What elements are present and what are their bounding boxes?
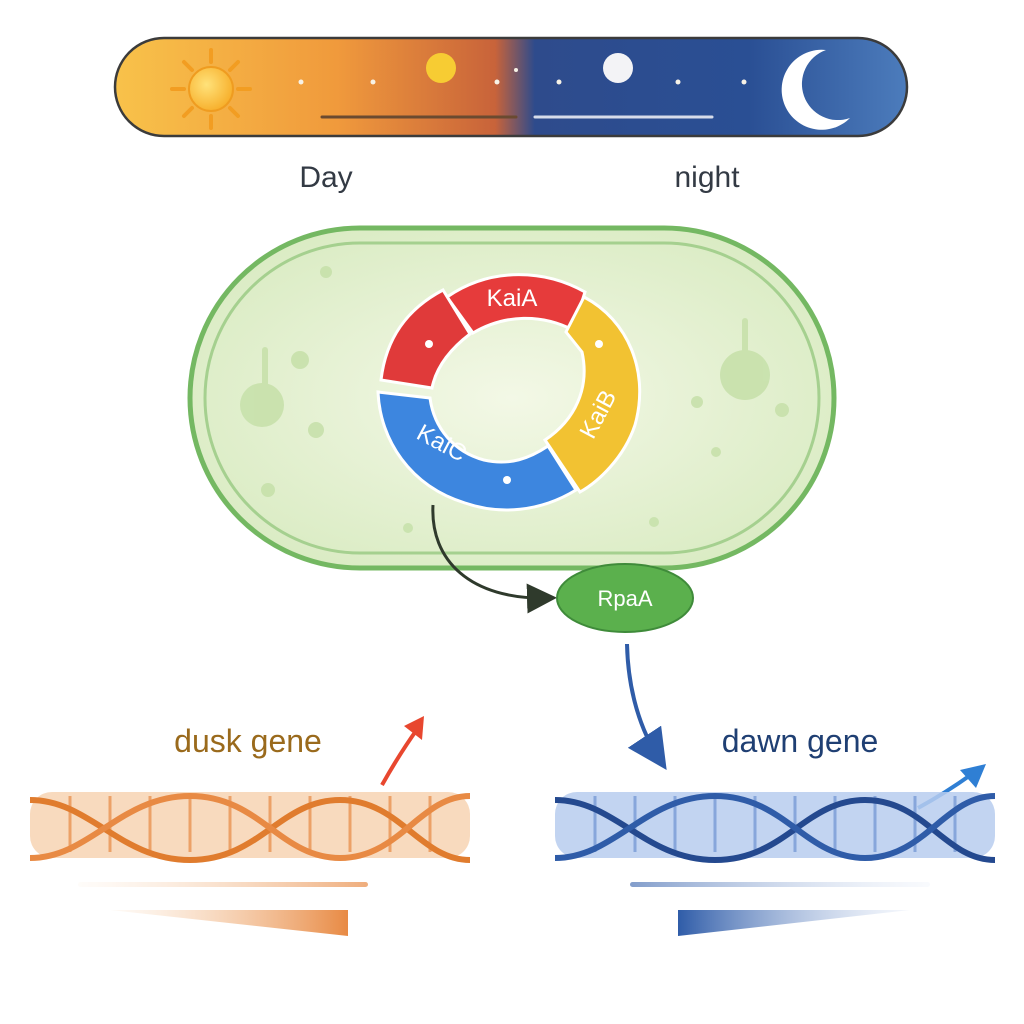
dusk-gene: dusk gene	[29, 716, 471, 936]
day-night-bar	[113, 36, 909, 138]
cyanobacterium-cell: KaiA KaiB KaiC	[187, 225, 837, 571]
dawn-up-arrow-head	[960, 764, 986, 788]
cell-inner-membrane	[203, 241, 821, 555]
small-sun-icon	[426, 53, 456, 83]
dawn-gene-label: dawn gene	[722, 723, 879, 759]
kaib-segment	[542, 294, 642, 494]
dawn-gene: dawn gene	[554, 723, 996, 936]
full-moon-icon	[603, 53, 633, 83]
night-label: night	[674, 161, 740, 194]
dusk-up-arrow	[380, 726, 420, 786]
star-dots	[298, 68, 747, 85]
dusk-shadow-thin	[78, 882, 368, 887]
dawn-dna-strand-b	[554, 792, 996, 862]
dawn-expression-wedge	[678, 910, 910, 936]
rpaa-oval	[556, 563, 694, 633]
dusk-dna-strand-b	[29, 792, 471, 862]
sun-icon	[170, 48, 252, 130]
kaic-segment	[376, 390, 579, 512]
kai-protein-ring: KaiA KaiB KaiC	[376, 273, 642, 512]
dusk-gene-label: dusk gene	[174, 723, 322, 759]
dusk-up-arrow-head	[404, 716, 424, 740]
dawn-shadow-thin	[630, 882, 930, 887]
rpaa-to-dawn-arrow	[625, 643, 667, 770]
cell-membrane	[187, 225, 837, 571]
dusk-expression-wedge	[110, 910, 348, 936]
rpaa-label: RpaA	[597, 586, 652, 611]
day-label: Day	[299, 161, 352, 194]
rpaa-regulator: RpaA	[556, 563, 694, 633]
kaia-segment-left	[379, 288, 472, 390]
cytoplasm-granules	[240, 266, 789, 533]
crescent-moon-icon	[781, 49, 850, 130]
kaia-label: KaiA	[487, 285, 538, 312]
day-night-timeline: Day night	[113, 36, 909, 194]
kaia-segment	[444, 273, 587, 335]
kaic-to-rpaa-arrow	[431, 504, 557, 614]
